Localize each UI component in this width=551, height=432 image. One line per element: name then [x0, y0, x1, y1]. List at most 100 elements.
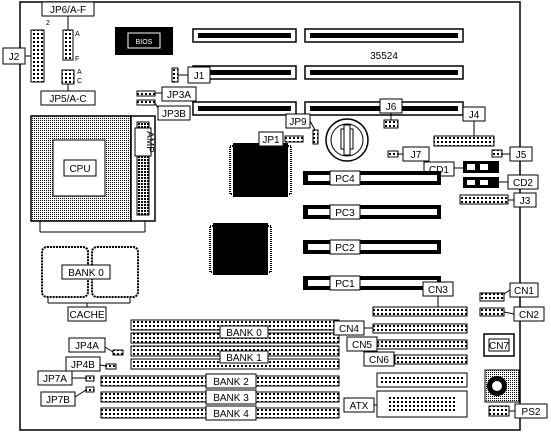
jp7b-callout: JP7B — [40, 389, 87, 407]
j2-label: J2 — [9, 52, 20, 63]
cn6-label: CN6 — [369, 355, 389, 366]
cn3-label: CN3 — [428, 285, 448, 296]
j2-callout: J2 — [2, 47, 31, 65]
jp3a-jumper — [136, 90, 156, 97]
j3-label: J3 — [520, 196, 531, 207]
pci-slot-pc3: PC3 — [303, 204, 441, 220]
ps2-callout: PS2 — [509, 403, 548, 419]
ps2-connector — [488, 405, 510, 417]
jp4b-callout: JP4B — [65, 356, 107, 372]
j1-connector — [171, 67, 179, 83]
jp6-callout: JP6/A-F — [41, 1, 95, 30]
bank0-label: BANK 0 — [226, 328, 262, 339]
j1-label: J1 — [194, 71, 205, 82]
jp6-pin2-label: 2 — [46, 20, 50, 27]
pci-slot-pc1: PC1 — [303, 275, 441, 291]
simm-bank-4: BANK 4 — [100, 405, 340, 421]
cache-callout: CACHE — [67, 303, 107, 322]
cache-module: BANK 0 — [41, 246, 139, 298]
pci-slot-pc2: PC2 — [303, 239, 441, 255]
cn1-connector — [479, 292, 505, 302]
cd1-label: CD1 — [429, 165, 449, 176]
jp9-callout: JP9 — [285, 113, 316, 131]
jp4b-jumper — [105, 363, 117, 370]
cn3-callout: CN3 — [422, 281, 454, 307]
jp1-label: JP1 — [262, 135, 280, 146]
cmos-battery — [325, 118, 369, 162]
pc1-label: PC1 — [335, 279, 355, 290]
cn4-connector — [372, 323, 468, 334]
jp4a-callout: JP4A — [68, 337, 114, 353]
jp4a-label: JP4A — [75, 341, 99, 352]
cn4-callout: CN4 — [333, 320, 373, 336]
jp3a-label: JP3A — [167, 90, 191, 101]
bank4-label: BANK 4 — [213, 409, 249, 420]
chipset-chip-2 — [213, 223, 268, 275]
j6-label: J6 — [386, 102, 397, 113]
cn3-connector — [372, 306, 468, 317]
cpu-label: CPU — [69, 164, 90, 175]
pci-slot-pc4: PC4 — [303, 170, 441, 186]
atx-callout: ATX — [343, 397, 377, 413]
isa-slot-2 — [192, 65, 464, 80]
jp4a-jumper — [112, 349, 124, 356]
cn5-connector — [372, 339, 468, 350]
pc2-label: PC2 — [335, 243, 355, 254]
jp3b-jumper — [136, 99, 156, 106]
jp4b-label: JP4B — [71, 360, 95, 371]
j6-callout: J6 — [379, 98, 403, 120]
jp5-callout: JP5/A-C — [40, 84, 96, 106]
jp9-jumper — [312, 129, 319, 145]
cn6-callout: CN6 — [363, 351, 395, 367]
j6-connector — [383, 119, 399, 129]
j4-label: J4 — [469, 110, 480, 121]
j3-connector — [459, 194, 509, 205]
cache-label: CACHE — [69, 310, 104, 321]
cn7-label: CN7 — [489, 341, 509, 352]
cn1-label: CN1 — [514, 286, 534, 297]
bank2-label: BANK 2 — [213, 377, 249, 388]
jp6-f-label: F — [75, 56, 79, 63]
cpu-socket: CPU — [30, 115, 132, 222]
j7-callout: J7 — [398, 146, 430, 162]
jp9-label: JP9 — [289, 117, 307, 128]
jp7a-label: JP7A — [43, 374, 67, 385]
jp6-jumper — [62, 29, 74, 61]
j5-connector — [491, 149, 503, 158]
jp5-jumper — [61, 69, 75, 85]
j2-connector — [30, 29, 45, 83]
j3-callout: J3 — [508, 192, 537, 208]
jp1-jumper — [284, 135, 304, 143]
j4-callout: J4 — [462, 106, 486, 136]
amp-label: AMP — [144, 131, 155, 153]
cn6-connector — [394, 354, 468, 365]
cd2-callout: CD2 — [499, 174, 539, 190]
cn5-label: CN5 — [352, 340, 372, 351]
jp1-callout: JP1 — [258, 131, 284, 147]
j5-callout: J5 — [502, 146, 533, 162]
pc4-label: PC4 — [335, 174, 355, 185]
atx-power-connector — [376, 372, 468, 418]
ps2-label: PS2 — [522, 407, 541, 418]
cn7-connector: CN7 — [483, 333, 515, 357]
j7-label: J7 — [411, 150, 422, 161]
jp7a-callout: JP7A — [37, 370, 86, 386]
jp5-c-label: C — [77, 78, 82, 85]
bank3-label: BANK 3 — [213, 393, 249, 404]
cn2-callout: CN2 — [503, 306, 545, 322]
pc3-label: PC3 — [335, 208, 355, 219]
jp7a-jumper — [85, 375, 95, 382]
cd2-label: CD2 — [513, 178, 533, 189]
j7-connector — [387, 150, 399, 158]
jp7b-jumper — [85, 386, 95, 393]
cache-bank-label: BANK 0 — [68, 268, 104, 279]
cn4-label: CN4 — [339, 324, 359, 335]
j1-callout: J1 — [178, 66, 211, 84]
isa-slot-3 — [192, 101, 464, 116]
jp5-a-label: A — [77, 69, 82, 76]
amp-lever: AMP — [130, 115, 156, 222]
cn5-callout: CN5 — [346, 336, 380, 352]
simm-bank-3: BANK 3 — [100, 389, 340, 405]
simm-bank-2: BANK 2 — [100, 373, 340, 389]
